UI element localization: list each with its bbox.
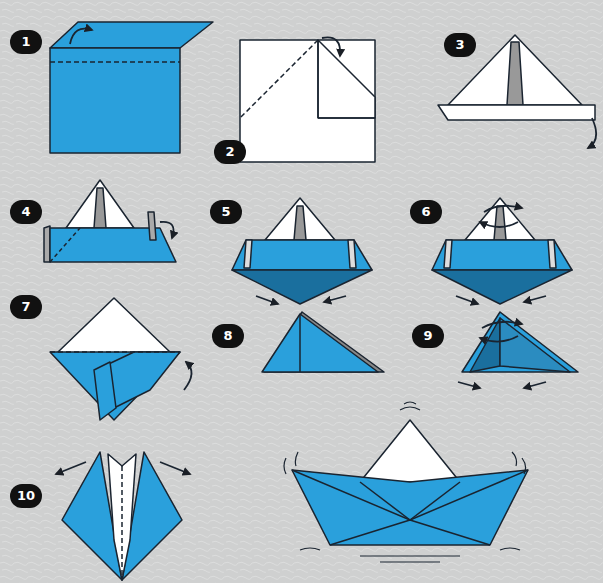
callout-number: 10 [10,484,42,508]
callout-number: 3 [444,33,476,57]
step-9-figure [458,312,578,388]
callout-number: 6 [410,200,442,224]
callout-number: 1 [10,30,42,54]
callout-number: 4 [10,200,42,224]
callout-number: 9 [412,324,444,348]
step-6-figure [432,198,572,304]
callout-number: 7 [10,295,42,319]
step-1-figure [50,22,213,153]
step-4-figure [44,180,176,262]
callout-number: 5 [210,200,242,224]
step-10-figure [56,452,190,580]
step-5-figure [232,198,372,304]
step-7-figure [50,298,192,420]
step-8-figure [262,312,384,372]
callout-number: 8 [212,324,244,348]
callout-number: 2 [214,140,246,164]
step-2-figure [240,37,375,162]
finished-boat [284,402,528,562]
